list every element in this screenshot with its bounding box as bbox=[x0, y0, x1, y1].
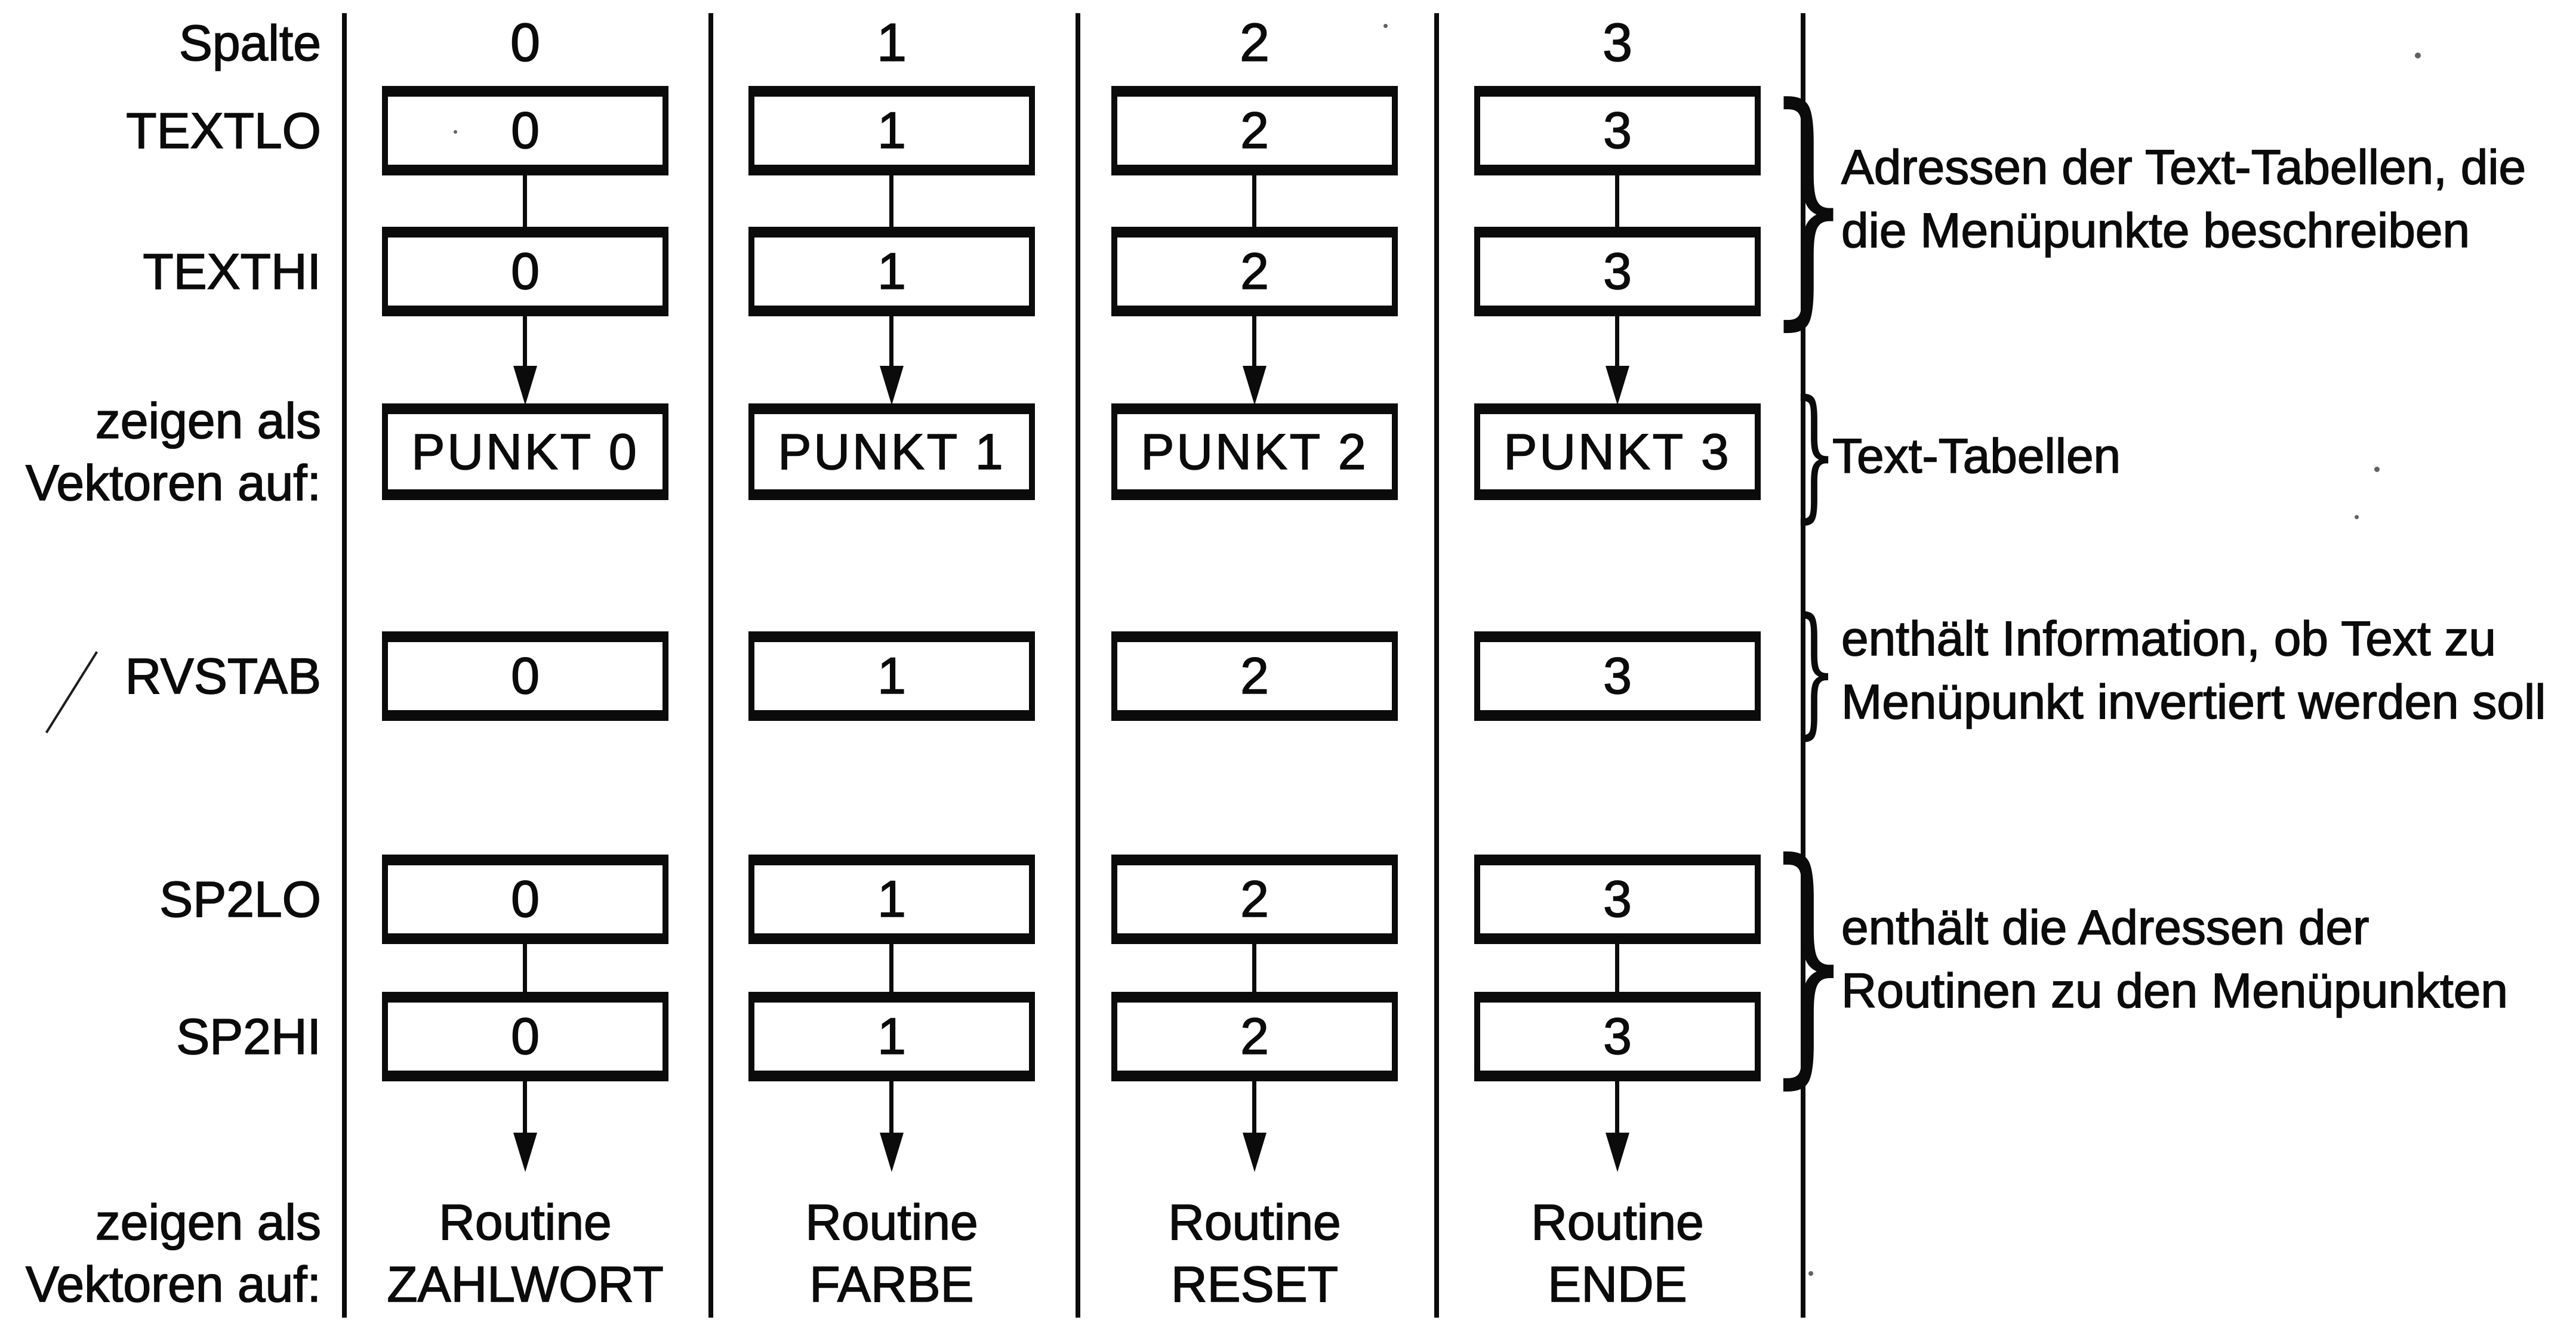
row-label-rvstab: RVSTAB bbox=[125, 647, 322, 705]
down-arrow-shaft bbox=[523, 316, 527, 367]
column-separator bbox=[1434, 13, 1439, 1318]
routine-label-col3: Routine ENDE bbox=[1530, 1194, 1704, 1313]
scan-speck bbox=[2415, 53, 2421, 58]
down-arrow-shaft bbox=[889, 316, 893, 367]
down-arrow-head-icon bbox=[880, 366, 904, 405]
textlo-box-col1: 1 bbox=[748, 86, 1035, 175]
connector-line bbox=[1615, 175, 1619, 227]
texthi-box-col3: 3 bbox=[1474, 227, 1761, 316]
connector-line bbox=[889, 944, 893, 992]
down-arrow-shaft bbox=[523, 1081, 527, 1134]
column-1-header: 1 bbox=[876, 13, 907, 73]
column-0-header: 0 bbox=[510, 13, 541, 73]
texthi-box-col2: 2 bbox=[1111, 227, 1398, 316]
annotation-text-tables: Adressen der Text-Tabellen, die die Menü… bbox=[1841, 140, 2526, 258]
punkt-box-col2: PUNKT 2 bbox=[1111, 403, 1398, 500]
column-separator bbox=[708, 13, 713, 1318]
sp2lo-box-col2: 2 bbox=[1111, 855, 1398, 944]
scan-speck bbox=[1383, 24, 1388, 28]
sp2hi-box-col1: 1 bbox=[748, 992, 1035, 1081]
down-arrow-head-icon bbox=[880, 1133, 904, 1172]
sp2hi-box-col0: 0 bbox=[382, 992, 668, 1081]
connector-line bbox=[523, 944, 527, 992]
down-arrow-head-icon bbox=[1606, 366, 1629, 405]
brace-icon: } bbox=[1792, 588, 1837, 753]
down-arrow-head-icon bbox=[1606, 1133, 1629, 1172]
down-arrow-head-icon bbox=[1243, 1133, 1267, 1172]
routine-label-col1: Routine FARBE bbox=[805, 1194, 978, 1313]
down-arrow-head-icon bbox=[1243, 366, 1267, 405]
row-label-sp2lo: SP2LO bbox=[159, 871, 321, 928]
textlo-box-col2: 2 bbox=[1111, 86, 1398, 175]
row-label-textlo: TEXTLO bbox=[125, 102, 321, 159]
textlo-box-col0: 0 bbox=[382, 86, 668, 175]
sp2lo-box-col0: 0 bbox=[382, 855, 668, 944]
down-arrow-shaft bbox=[1615, 1081, 1619, 1134]
connector-line bbox=[1252, 944, 1256, 992]
row-label-texthi: TEXTHI bbox=[143, 243, 322, 300]
down-arrow-shaft bbox=[889, 1081, 893, 1134]
row-label-vectors-bottom: zeigen als Vektoren auf: bbox=[25, 1194, 322, 1313]
rvstab-box-col0: 0 bbox=[382, 631, 668, 721]
column-separator bbox=[342, 13, 347, 1318]
connector-line bbox=[1252, 175, 1256, 227]
texthi-box-col1: 1 bbox=[748, 227, 1035, 316]
annotation-rvstab-info: enthält Information, ob Text zu Menüpunk… bbox=[1841, 611, 2546, 730]
column-separator bbox=[1076, 13, 1080, 1318]
brace-icon: } bbox=[1791, 369, 1838, 536]
sp2hi-box-col3: 3 bbox=[1474, 992, 1761, 1081]
rvstab-box-col1: 1 bbox=[748, 631, 1035, 721]
down-arrow-shaft bbox=[1252, 316, 1256, 367]
texthi-box-col0: 0 bbox=[382, 227, 668, 316]
column-2-header: 2 bbox=[1239, 13, 1270, 73]
row-label-spalte: Spalte bbox=[178, 14, 322, 72]
down-arrow-shaft bbox=[1615, 316, 1619, 367]
routine-label-col0: Routine ZAHLWORT bbox=[386, 1194, 664, 1313]
punkt-box-col3: PUNKT 3 bbox=[1474, 403, 1761, 500]
routine-label-col2: Routine RESET bbox=[1167, 1194, 1341, 1313]
scan-speck bbox=[2374, 467, 2380, 472]
connector-line bbox=[1615, 944, 1619, 992]
column-3-header: 3 bbox=[1602, 13, 1633, 73]
textlo-box-col3: 3 bbox=[1474, 86, 1761, 175]
brace-icon: } bbox=[1767, 807, 1850, 1111]
scan-speck bbox=[2355, 515, 2359, 519]
down-arrow-head-icon bbox=[513, 1133, 537, 1172]
rvstab-box-col3: 3 bbox=[1474, 631, 1761, 721]
down-arrow-shaft bbox=[1252, 1081, 1256, 1134]
scan-speck bbox=[454, 130, 457, 134]
annotation-routine-addresses: enthält die Adressen der Routinen zu den… bbox=[1841, 900, 2509, 1019]
rvstab-box-col2: 2 bbox=[1111, 631, 1398, 721]
connector-line bbox=[523, 175, 527, 227]
sp2lo-box-col1: 1 bbox=[748, 855, 1035, 944]
punkt-box-col1: PUNKT 1 bbox=[748, 403, 1035, 500]
connector-line bbox=[889, 175, 893, 227]
brace-icon: } bbox=[1767, 54, 1850, 352]
down-arrow-head-icon bbox=[513, 366, 537, 405]
annotation-text-tabellen: Text-Tabellen bbox=[1832, 428, 2121, 484]
sp2hi-box-col2: 2 bbox=[1111, 992, 1398, 1081]
scan-speck bbox=[1808, 1271, 1813, 1276]
row-label-vectors-top: zeigen als Vektoren auf: bbox=[25, 392, 322, 511]
column-separator bbox=[1801, 13, 1805, 1318]
row-label-sp2hi: SP2HI bbox=[175, 1008, 321, 1065]
sp2lo-box-col3: 3 bbox=[1474, 855, 1761, 944]
punkt-box-col0: PUNKT 0 bbox=[382, 403, 668, 500]
